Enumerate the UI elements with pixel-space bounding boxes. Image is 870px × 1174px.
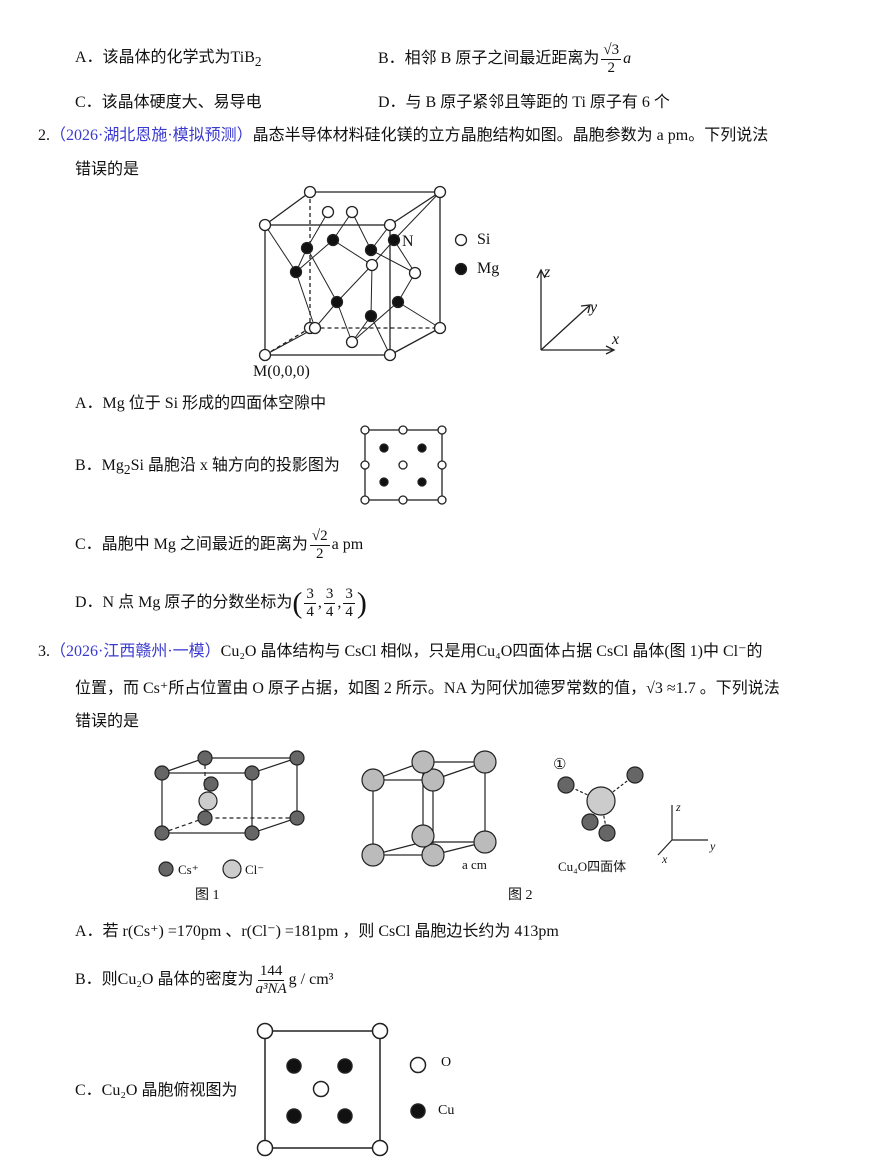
fig2-caption: 图 2	[508, 888, 533, 903]
q2-option-b-post: Si 晶胞沿 x 轴方向的投影图为	[130, 457, 340, 474]
fig3-axis-z: z	[676, 800, 681, 814]
axes-icon	[536, 268, 616, 355]
q3-option-c: C．Cu₂O 晶胞俯视图为	[75, 1082, 238, 1099]
q2-option-a: A．Mg 位于 Si 形成的四面体空隙中	[75, 395, 327, 412]
q3-number: 3.	[38, 643, 50, 660]
denominator: 2	[316, 546, 324, 562]
q2-option-b-sub: 2	[123, 462, 131, 478]
denominator: 4	[345, 603, 353, 620]
q3-stem-text: Cu₂O 晶体结构与 CsCl 相似，只是用Cu₄O四面体占据 CsCl 晶体(…	[220, 643, 763, 660]
q3-option-b-post: g / cm³	[288, 971, 334, 988]
q1-option-c: C．该晶体硬度大、易导电	[75, 94, 262, 111]
numerator: 3	[323, 585, 336, 604]
fig1-legend-cs: Cs⁺	[178, 862, 199, 877]
q3-fig1-cscl	[154, 750, 305, 879]
q1-option-a-text: A．该晶体的化学式为TiB	[75, 49, 255, 66]
fig3-marker: ①	[553, 757, 567, 773]
label-n: N	[402, 233, 414, 250]
q3-stem-line3: 错误的是	[75, 713, 140, 730]
q3-top-view-figure	[256, 1022, 427, 1157]
numerator: 3	[343, 585, 355, 604]
numerator: √2	[309, 528, 330, 546]
denominator: a³NA	[255, 980, 287, 997]
q3-stem: 3.（2026·江西赣州·一模）Cu₂O 晶体结构与 CsCl 相似，只是用Cu…	[38, 642, 763, 662]
legend-cu: Cu	[438, 1103, 455, 1118]
q1-option-b-tail: a	[623, 50, 632, 68]
denominator: 4	[306, 603, 314, 620]
denominator: 2	[607, 60, 615, 76]
fig3-caption: Cu₄O四面体	[558, 859, 627, 874]
fig3-axis-y: y	[710, 839, 716, 853]
q3-source: （2026·江西赣州·一模）	[50, 643, 221, 660]
q1-option-d: D．与 B 原子紧邻且等距的 Ti 原子有 6 个	[378, 94, 670, 111]
numerator: √3	[601, 42, 622, 60]
q1-option-b-text: B．相邻 B 原子之间最近距离为	[378, 50, 600, 68]
axis-z-label: z	[544, 264, 551, 281]
q2-source: （2026·湖北恩施·模拟预测）	[50, 127, 253, 144]
fig1-caption: 图 1	[195, 888, 220, 903]
q2-option-c-pre: C．晶胞中 Mg 之间最近的距离为	[75, 536, 308, 554]
q2-unit-cell-figure	[258, 185, 616, 362]
q2-option-c-post: a pm	[331, 536, 364, 554]
mg-atoms	[289, 233, 405, 323]
axis-x-label: x	[612, 331, 620, 348]
numerator: 144	[257, 962, 285, 981]
q3-option-b-pre: B．则Cu₂O 晶体的密度为	[75, 971, 254, 988]
q2-option-b-pre: B．Mg	[75, 457, 124, 474]
q2-stem-line2: 错误的是	[75, 161, 140, 178]
q3-fig2-cu2o	[361, 750, 497, 867]
q3-option-a: A．若 r(Cs⁺) =170pm 、r(Cl⁻) =181pm ，则 CsCl…	[75, 923, 559, 940]
q3-fig3-tetrahedron	[557, 766, 708, 856]
si-atoms	[258, 185, 447, 362]
q2-projection-figure	[360, 425, 447, 505]
label-m: M(0,0,0)	[253, 363, 310, 380]
legend-si: Si	[477, 231, 491, 248]
q1-option-a-sub: 2	[254, 54, 262, 70]
denominator: 4	[325, 603, 334, 620]
fig2-edge-label: a cm	[462, 857, 487, 872]
q2-stem: 2.（2026·湖北恩施·模拟预测）晶态半导体材料硅化镁的立方晶胞结构如图。晶胞…	[38, 126, 768, 146]
legend-o: O	[441, 1055, 452, 1070]
axis-y-label: y	[590, 299, 598, 316]
fig1-legend-cl: Cl⁻	[245, 862, 265, 877]
q2-stem-text: 晶态半导体材料硅化镁的立方晶胞结构如图。晶胞参数为 a pm。下列说法	[252, 127, 769, 144]
numerator: 3	[304, 585, 316, 604]
q3-stem-line2: 位置，而 Cs⁺所占位置由 O 原子占据，如图 2 所示。NA 为阿伏加德罗常数…	[75, 680, 780, 697]
fig3-axis-x: x	[662, 852, 668, 866]
q2-option-d-pre: D．N 点 Mg 原子的分数坐标为	[75, 594, 293, 611]
q2-option-b: B．Mg2Si 晶胞沿 x 轴方向的投影图为	[75, 456, 340, 480]
legend-mg: Mg	[477, 260, 500, 277]
q1-option-a: A．该晶体的化学式为TiB2	[75, 48, 262, 72]
q2-number: 2.	[38, 127, 50, 144]
